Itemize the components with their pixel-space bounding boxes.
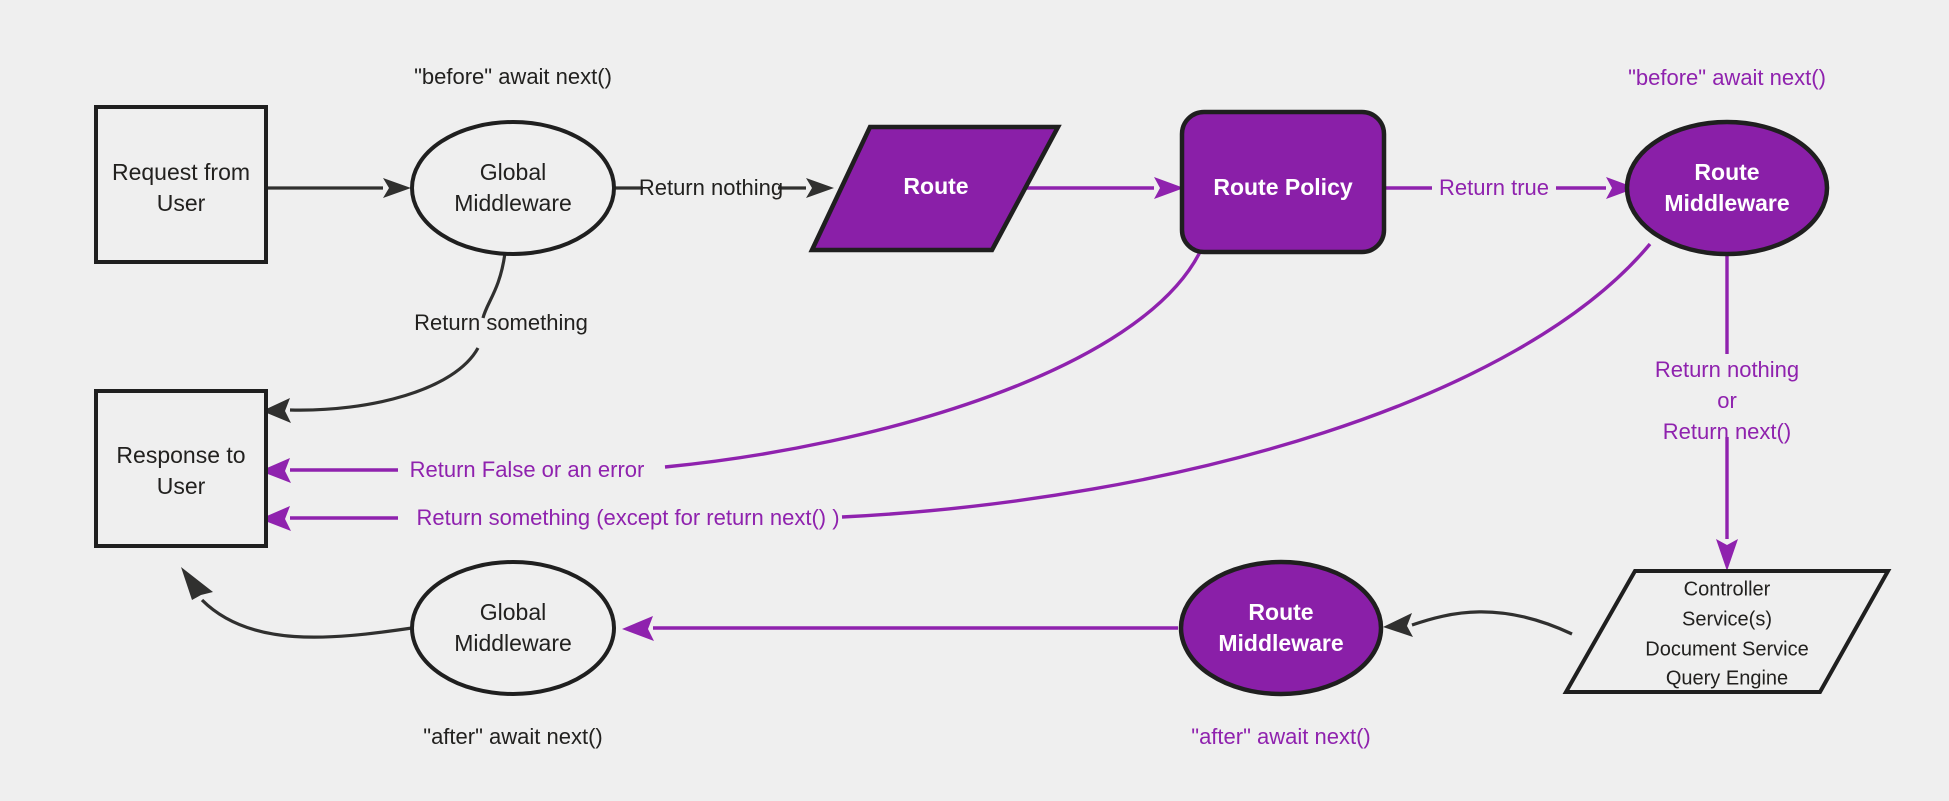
node-request-from-user-line1: Request from: [112, 159, 250, 185]
node-request-from-user[interactable]: Request from User: [94, 105, 268, 264]
edge-request-to-global-middleware: [266, 178, 411, 198]
node-route[interactable]: Route: [808, 124, 1062, 253]
node-controller-stack-line1: Controller: [1684, 578, 1771, 600]
node-response-to-user[interactable]: Response to User: [94, 389, 268, 548]
annotation-after-await-next-route: "after" await next(): [1191, 724, 1370, 749]
node-route-middleware-after[interactable]: Route Middleware: [1178, 559, 1384, 697]
edge-route-policy-to-response: Return False or an error: [260, 251, 1202, 483]
node-global-middleware-after[interactable]: Global Middleware: [410, 560, 616, 696]
annotation-after-await-next-global: "after" await next(): [423, 724, 602, 749]
edge-global-middleware-to-response: Return something: [262, 252, 588, 423]
edge-route-middleware-after-to-global-middleware-after: [622, 616, 1178, 641]
edge-label-return-something: Return something: [414, 310, 588, 335]
node-controller-stack-line4: Query Engine: [1666, 667, 1788, 689]
node-route-label: Route: [903, 173, 968, 199]
edge-route-policy-to-route-middleware: Return true: [1383, 175, 1636, 200]
edge-global-middleware-to-route: Return nothing: [613, 175, 834, 200]
edge-label-return-nothing: Return nothing: [639, 175, 783, 200]
node-route-middleware-after-line1: Route: [1248, 599, 1313, 625]
edge-controller-to-route-middleware-after: [1383, 610, 1573, 637]
edge-route-to-route-policy: [1010, 177, 1184, 199]
edge-label-return-true: Return true: [1439, 175, 1549, 200]
node-response-to-user-line2: User: [157, 473, 206, 499]
node-controller-stack[interactable]: Controller Service(s) Document Service Q…: [1562, 569, 1892, 694]
node-route-policy-label: Route Policy: [1213, 174, 1353, 200]
edge-label-return-nothing-or-next-line3: Return next(): [1663, 419, 1791, 444]
edge-label-return-nothing-or-next-line1: Return nothing: [1655, 357, 1799, 382]
edge-label-return-false-or-error: Return False or an error: [410, 457, 645, 482]
node-global-middleware-before[interactable]: Global Middleware: [410, 120, 616, 256]
annotation-before-await-next-route: "before" await next(): [1628, 65, 1826, 90]
node-route-middleware-before-line1: Route: [1694, 159, 1759, 185]
node-global-middleware-after-line2: Middleware: [454, 630, 572, 656]
node-route-middleware-after-line2: Middleware: [1218, 630, 1343, 656]
node-global-middleware-before-line2: Middleware: [454, 190, 572, 216]
node-route-middleware-before-line2: Middleware: [1664, 190, 1789, 216]
edge-global-middleware-after-to-response: [181, 567, 413, 639]
node-response-to-user-line1: Response to: [116, 442, 245, 468]
node-global-middleware-before-line1: Global: [480, 159, 546, 185]
node-route-policy[interactable]: Route Policy: [1179, 109, 1387, 255]
edge-route-middleware-to-controller: Return nothing or Return next(): [1655, 253, 1799, 571]
annotation-before-await-next-global: "before" await next(): [414, 64, 612, 89]
node-route-middleware-before[interactable]: Route Middleware: [1624, 119, 1830, 257]
node-request-from-user-line2: User: [157, 190, 206, 216]
edge-label-return-nothing-or-next-line2: or: [1717, 388, 1737, 413]
node-global-middleware-after-line1: Global: [480, 599, 546, 625]
node-controller-stack-line3: Document Service: [1645, 638, 1808, 660]
node-controller-stack-line2: Service(s): [1682, 608, 1772, 630]
edge-label-return-something-except: Return something (except for return next…: [416, 505, 839, 530]
edge-route-middleware-to-response: Return something (except for return next…: [260, 242, 1652, 531]
